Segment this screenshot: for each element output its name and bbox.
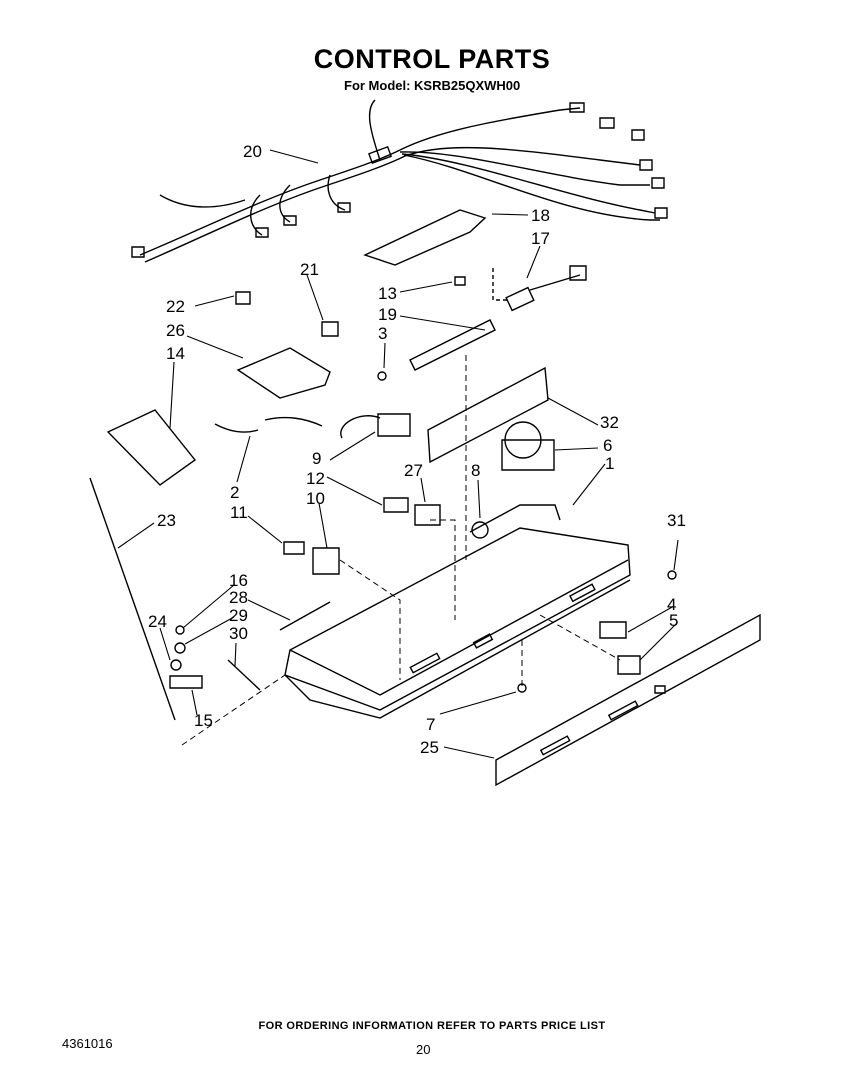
callout-26: 26 bbox=[166, 321, 185, 340]
callout-29: 29 bbox=[229, 606, 248, 625]
switch-5-part bbox=[618, 656, 640, 674]
rod-23-part bbox=[90, 478, 175, 720]
callout-17: 17 bbox=[531, 229, 550, 248]
tube-part bbox=[215, 424, 258, 432]
callout-7: 7 bbox=[426, 715, 436, 734]
washer-24-part bbox=[171, 660, 181, 670]
model-subtitle: For Model: KSRB25QXWH00 bbox=[344, 78, 521, 93]
sensor-assembly-part bbox=[410, 266, 586, 370]
ordering-note: FOR ORDERING INFORMATION REFER TO PARTS … bbox=[258, 1020, 606, 1032]
callout-19: 19 bbox=[378, 305, 397, 324]
label-10-part bbox=[313, 548, 339, 574]
bracket-15-part bbox=[170, 676, 202, 688]
callout-25: 25 bbox=[420, 738, 439, 757]
part-11 bbox=[284, 542, 304, 554]
callout-15: 15 bbox=[194, 711, 213, 730]
cover-26-part bbox=[238, 348, 330, 398]
screw-16-part bbox=[176, 626, 184, 634]
callout-14: 14 bbox=[166, 344, 185, 363]
clip-22-part bbox=[236, 292, 250, 304]
callout-22: 22 bbox=[166, 297, 185, 316]
callout-3: 3 bbox=[378, 324, 388, 343]
callout-5: 5 bbox=[669, 611, 679, 630]
callout-6: 6 bbox=[603, 436, 613, 455]
tube-part bbox=[265, 418, 322, 426]
callout-8: 8 bbox=[471, 461, 481, 480]
page-title: CONTROL PARTS bbox=[313, 44, 551, 74]
callout-30: 30 bbox=[229, 624, 248, 643]
callout-31: 31 bbox=[667, 511, 686, 530]
screw-31-part bbox=[668, 571, 676, 579]
callout-20: 20 bbox=[243, 142, 262, 161]
cold-control-part bbox=[502, 422, 554, 470]
trim-25-part bbox=[496, 615, 760, 785]
callout-27: 27 bbox=[404, 461, 423, 480]
spring-part bbox=[472, 522, 488, 538]
control-housing-part bbox=[285, 505, 630, 718]
control-cover-part bbox=[365, 210, 485, 265]
callout-16: 16 bbox=[229, 571, 248, 590]
leader-lines bbox=[118, 150, 678, 758]
callout-11: 11 bbox=[230, 503, 248, 522]
document-number: 4361016 bbox=[62, 1036, 113, 1051]
callout-32: 32 bbox=[600, 413, 619, 432]
callout-21: 21 bbox=[300, 260, 319, 279]
part-30 bbox=[228, 660, 260, 690]
panel-14-part bbox=[108, 410, 195, 485]
part-28 bbox=[280, 602, 330, 630]
callout-2: 2 bbox=[230, 483, 240, 502]
callout-13: 13 bbox=[378, 284, 397, 303]
switch-9-part bbox=[341, 414, 410, 438]
switch-4-part bbox=[600, 622, 626, 638]
insulation-pad-part bbox=[428, 368, 548, 462]
washer-29-part bbox=[175, 643, 185, 653]
assembly-lines bbox=[182, 355, 620, 745]
clip-21-part bbox=[322, 322, 338, 336]
page-number: 20 bbox=[416, 1042, 431, 1057]
callout-1: 1 bbox=[605, 454, 615, 473]
wiring-harness-part bbox=[132, 100, 667, 262]
callout-10: 10 bbox=[306, 489, 325, 508]
callout-12: 12 bbox=[306, 469, 325, 488]
callout-23: 23 bbox=[157, 511, 176, 530]
callout-9: 9 bbox=[312, 449, 322, 468]
screw-3-part bbox=[378, 372, 386, 380]
callout-18: 18 bbox=[531, 206, 550, 225]
callout-4: 4 bbox=[667, 595, 677, 614]
label-27-part bbox=[415, 505, 440, 525]
callout-24: 24 bbox=[148, 612, 167, 631]
callout-28: 28 bbox=[229, 588, 248, 607]
part-12 bbox=[384, 498, 408, 512]
